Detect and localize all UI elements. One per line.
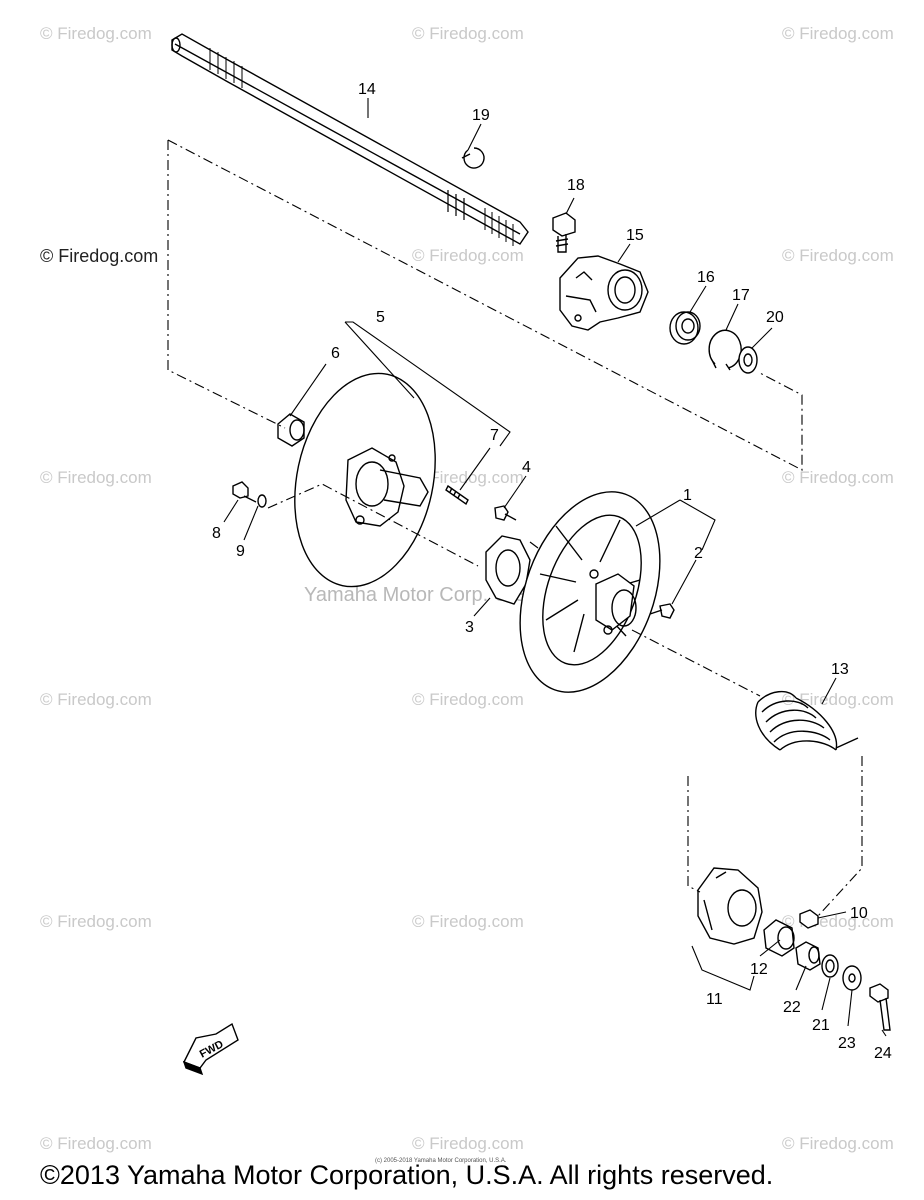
callout-11: 11 bbox=[706, 991, 723, 1008]
washer-part-9 bbox=[257, 494, 267, 508]
callout-15: 15 bbox=[626, 227, 644, 244]
callout-1: 1 bbox=[683, 487, 692, 504]
sheave-part-5 bbox=[294, 372, 436, 588]
callout-19: 19 bbox=[472, 107, 490, 124]
bolt-part-18 bbox=[552, 212, 576, 253]
callout-14: 14 bbox=[358, 81, 376, 98]
pin-part-7 bbox=[445, 484, 469, 506]
watermark: © Firedog.com bbox=[40, 1134, 152, 1153]
callout-8: 8 bbox=[212, 525, 221, 542]
watermark: © Firedog.com bbox=[782, 468, 894, 487]
callout-7: 7 bbox=[490, 427, 499, 444]
callout-13: 13 bbox=[831, 661, 849, 678]
center-watermark: Yamaha Motor Corp. U.S.A. bbox=[304, 584, 552, 606]
callout-21: 21 bbox=[812, 1017, 830, 1034]
collar-part-12 bbox=[763, 919, 795, 957]
spring-part-13 bbox=[755, 691, 859, 751]
watermark: © Firedog.com bbox=[782, 246, 894, 265]
sliding-sheave-part-1 bbox=[519, 491, 661, 693]
callout-5: 5 bbox=[376, 309, 385, 326]
callout-9: 9 bbox=[236, 543, 245, 560]
watermark: © Firedog.com bbox=[412, 690, 524, 709]
callout-6: 6 bbox=[331, 345, 340, 362]
callout-16: 16 bbox=[697, 269, 715, 286]
bolt-part-8 bbox=[232, 481, 257, 503]
washer-part-21 bbox=[821, 954, 839, 978]
callout-22: 22 bbox=[783, 999, 801, 1016]
callout-18: 18 bbox=[567, 177, 585, 194]
collar-part-22 bbox=[795, 941, 821, 971]
copyright-notice: ©2013 Yamaha Motor Corporation, U.S.A. A… bbox=[40, 1160, 774, 1190]
callout-12: 12 bbox=[750, 961, 768, 978]
watermark: © Firedog.com bbox=[40, 468, 152, 487]
watermark: © Firedog.com bbox=[412, 1134, 524, 1153]
nut-part-10 bbox=[799, 909, 819, 929]
bearing-part-16 bbox=[669, 311, 701, 345]
callout-4: 4 bbox=[522, 459, 531, 476]
bushing-part-6 bbox=[277, 413, 305, 447]
cam-part-11 bbox=[697, 867, 763, 945]
fine-print: (c) 2005-2018 Yamaha Motor Corporation, … bbox=[375, 1158, 507, 1164]
bolt-part-24 bbox=[869, 983, 891, 1031]
washer-part-23 bbox=[842, 965, 862, 991]
watermark: © Firedog.com bbox=[40, 246, 159, 266]
callout-23: 23 bbox=[838, 1035, 856, 1052]
callout-10: 10 bbox=[850, 905, 868, 922]
watermark: © Firedog.com bbox=[40, 912, 152, 931]
watermark: © Firedog.com bbox=[40, 690, 152, 709]
watermark: © Firedog.com bbox=[782, 1134, 894, 1153]
circlip-part-17 bbox=[708, 329, 742, 371]
gasket-part-3 bbox=[485, 535, 531, 605]
bearing-housing-part-15 bbox=[559, 255, 649, 331]
screw-part-2 bbox=[649, 603, 675, 619]
clip-part-19 bbox=[461, 147, 485, 169]
watermark: © Firedog.com bbox=[412, 24, 524, 43]
callout-2: 2 bbox=[694, 545, 703, 562]
callout-20: 20 bbox=[766, 309, 784, 326]
forward-arrow-icon bbox=[182, 1022, 239, 1076]
watermark: © Firedog.com bbox=[782, 690, 894, 709]
screw-part-4 bbox=[494, 505, 517, 521]
watermark: © Firedog.com bbox=[40, 24, 152, 43]
callout-24: 24 bbox=[874, 1045, 892, 1062]
watermark: © Firedog.com bbox=[412, 468, 524, 487]
washer-part-20 bbox=[738, 346, 758, 374]
watermark: © Firedog.com bbox=[782, 24, 894, 43]
shaft-part-14 bbox=[171, 33, 529, 246]
callout-17: 17 bbox=[732, 287, 750, 304]
callout-3: 3 bbox=[465, 619, 474, 636]
watermark: © Firedog.com bbox=[412, 246, 524, 265]
watermark: © Firedog.com bbox=[412, 912, 524, 931]
